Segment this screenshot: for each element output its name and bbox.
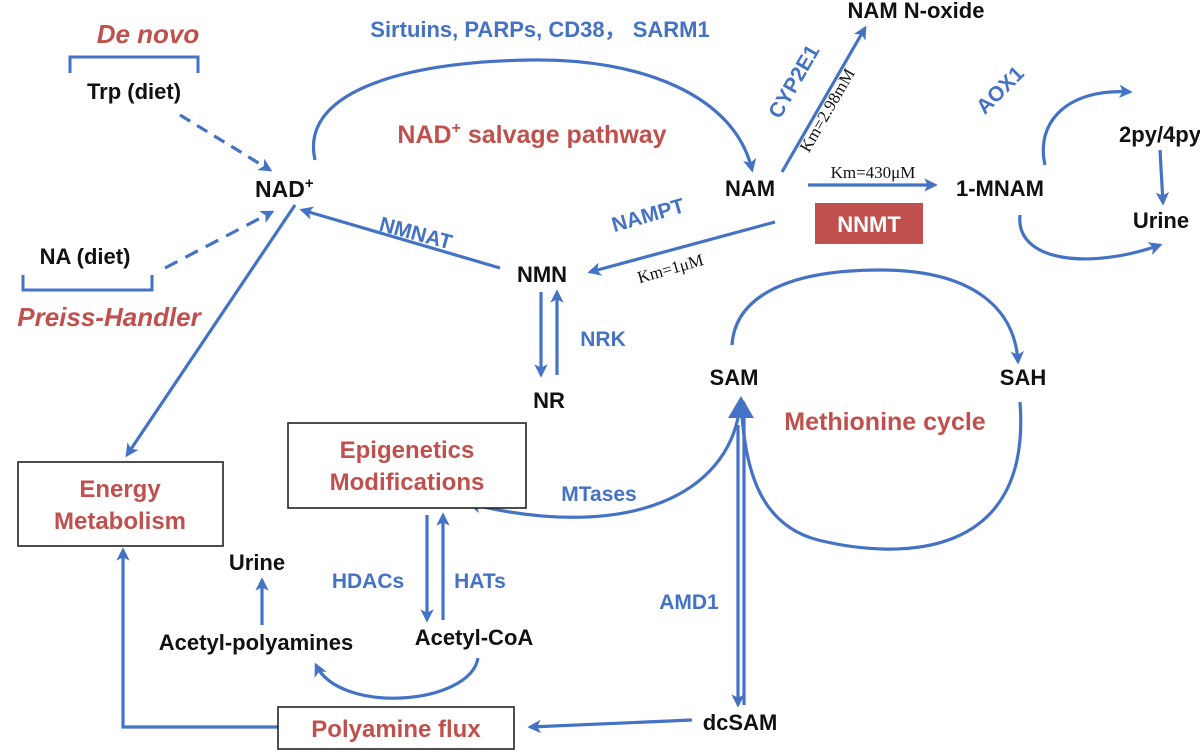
de-novo-label: De novo [97,19,200,49]
arrow-nmn-to-nad [299,206,501,270]
urine-left-label: Urine [229,550,285,575]
arrow-methionine-cycle-top [730,268,1025,365]
nampt-label: NAMPT [609,194,687,237]
mtases-label: MTases [561,483,636,506]
acetyl-polyamines-label: Acetyl-polyamines [159,630,353,655]
arrow-acetylcoa-to-acetylpolyamines [314,657,480,700]
acetyl-coa-label: Acetyl-CoA [415,625,534,650]
arrow-nad-consumption-to-nam [311,58,757,173]
sam-label: SAM [710,365,759,390]
nnmt-label: NNMT [837,212,901,237]
epigenetics-box [287,422,527,509]
energy-label-line1: Energy [79,476,161,503]
aox1-label: AOX1 [972,62,1029,119]
epigenetics-label-line2: Modifications [330,469,485,496]
amd1-label: AMD1 [659,591,719,614]
km-nnmt-label: Km=430μM [831,163,916,182]
hdacs-label: HDACs [332,570,404,593]
arrow-na-to-nad [164,210,275,270]
arrow-sam-to-epigenetics [467,417,740,519]
nmnat-label: NMNAT [377,213,455,254]
arrow-nam-to-noxide [780,25,867,173]
de-novo-bracket [68,55,200,73]
nad-label: NAD+ [255,175,314,202]
nr-label: NR [533,388,565,413]
nad-consumers-label: Sirtuins, PARPs, CD38， SARM1 [370,17,709,42]
arrow-nad-to-energy [125,204,297,458]
arrow-mnam-to-urine [1018,214,1163,261]
arrow-dcsam-to-polyamine [527,718,693,734]
sam-arrowhead [728,396,754,418]
urine-right-label: Urine [1133,208,1189,233]
polyamine-flux-label: Polyamine flux [311,716,481,743]
nam-noxide-label: NAM N-oxide [848,0,985,23]
arrow-mnam-to-py [1041,84,1133,166]
trp-label: Trp (diet) [87,79,181,104]
py-label: 2py/4py [1119,122,1200,147]
arrow-py-to-urine [1155,149,1170,206]
nmn-label: NMN [517,262,567,287]
hats-label: HATs [454,570,506,593]
arrow-nam-to-nmn [587,220,776,276]
salvage-pathway-label: NAD+ salvage pathway [397,120,666,149]
epigenetics-label-line1: Epigenetics [340,437,475,464]
dcsam-label: dcSAM [703,710,778,735]
methionine-cycle-label: Methionine cycle [784,408,986,436]
mnam-label: 1-MNAM [956,176,1044,201]
arrow-trp-to-nad [179,113,273,172]
arrow-polyamine-to-energy [116,547,278,729]
nrk-label: NRK [580,328,626,351]
energy-metabolism-box [17,461,224,547]
arrow-methionine-cycle-bottom [734,397,1023,551]
preiss-handler-bracket [21,275,154,292]
nam-label: NAM [725,176,775,201]
energy-label-line2: Metabolism [54,508,186,535]
sah-label: SAH [1000,365,1046,390]
na-label: NA (diet) [40,244,131,269]
nnmt-box [815,203,923,244]
preiss-handler-label: Preiss-Handler [17,302,202,332]
polyamine-flux-box [277,706,515,750]
